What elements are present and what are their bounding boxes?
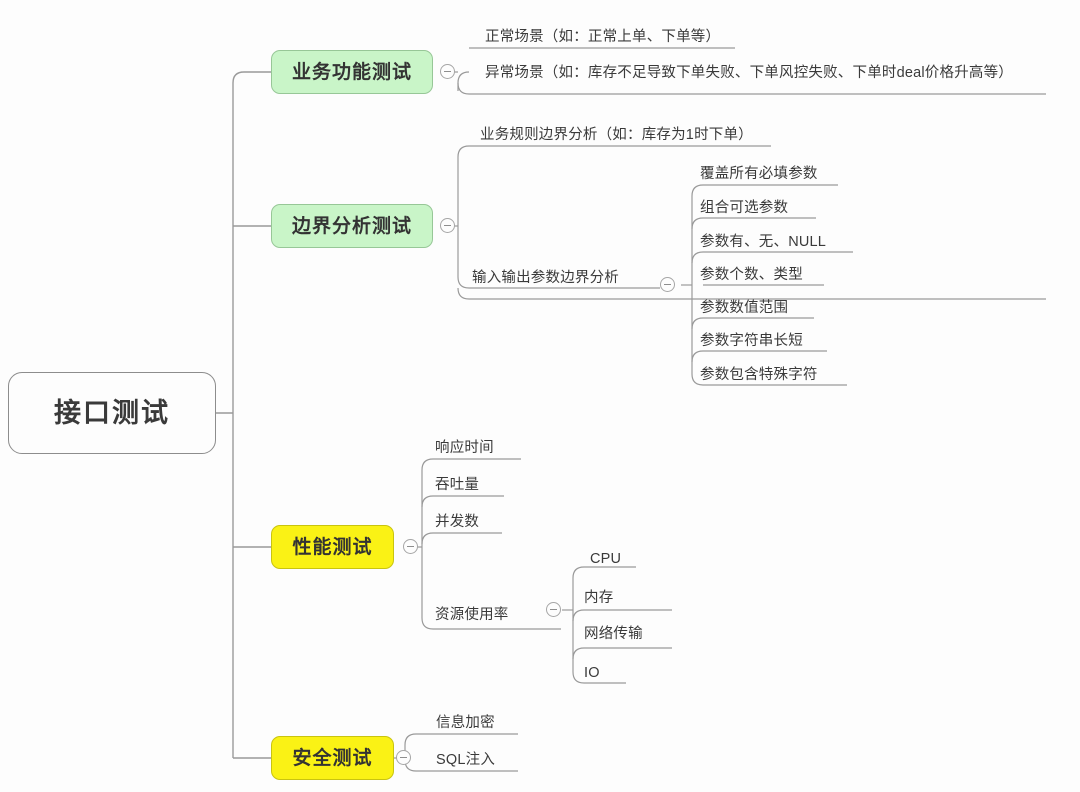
toggle-collapse-security[interactable] (396, 750, 411, 765)
leaf-label: 吞吐量 (435, 476, 480, 493)
branch-node-security[interactable]: 安全测试 (271, 736, 394, 780)
root-node-label: 接口测试 (54, 397, 170, 428)
leaf-label: 参数有、无、NULL (700, 233, 827, 250)
branch-node-label: 性能测试 (292, 536, 373, 558)
leaf-label: IO (584, 664, 600, 681)
leaf-label: 输入输出参数边界分析 (472, 269, 619, 286)
toggle-collapse-performance[interactable] (403, 539, 418, 554)
branch-node-label: 边界分析测试 (291, 215, 412, 237)
leaf-label: 内存 (584, 589, 614, 606)
leaf-label: 组合可选参数 (700, 199, 789, 216)
leaf-business-rule-boundary[interactable]: 业务规则边界分析（如：库存为1时下单） (480, 125, 753, 145)
branch-node-performance[interactable]: 性能测试 (271, 525, 394, 569)
leaf-label: 参数数值范围 (700, 299, 789, 316)
leaf-label: 业务规则边界分析（如：库存为1时下单） (480, 126, 753, 143)
leaf-combine-optional-params[interactable]: 组合可选参数 (700, 198, 788, 218)
leaf-label: 覆盖所有必填参数 (700, 165, 818, 182)
root-node[interactable]: 接口测试 (8, 372, 216, 454)
leaf-param-null-states[interactable]: 参数有、无、NULL (700, 232, 826, 252)
leaf-label: SQL注入 (436, 751, 496, 768)
leaf-param-string-length[interactable]: 参数字符串长短 (700, 331, 803, 351)
leaf-throughput[interactable]: 吞吐量 (435, 475, 479, 495)
branch-node-label: 业务功能测试 (291, 61, 412, 83)
leaf-memory[interactable]: 内存 (584, 588, 613, 608)
branch-node-label: 安全测试 (292, 747, 373, 769)
leaf-param-value-range[interactable]: 参数数值范围 (700, 298, 788, 318)
toggle-collapse-boundary-analysis[interactable] (440, 218, 455, 233)
leaf-cover-required-params[interactable]: 覆盖所有必填参数 (700, 164, 818, 184)
leaf-label: 正常场景（如：正常上单、下单等） (485, 28, 721, 45)
leaf-label: CPU (590, 550, 622, 567)
leaf-param-count-type[interactable]: 参数个数、类型 (700, 265, 803, 285)
leaf-concurrency[interactable]: 并发数 (435, 512, 479, 532)
leaf-cpu[interactable]: CPU (590, 549, 621, 569)
leaf-sql-injection[interactable]: SQL注入 (436, 750, 495, 770)
leaf-info-encryption[interactable]: 信息加密 (436, 713, 495, 733)
leaf-label: 参数包含特殊字符 (700, 366, 818, 383)
leaf-abnormal-scenario[interactable]: 异常场景（如：库存不足导致下单失败、下单风控失败、下单时deal价格升高等） (485, 63, 1013, 83)
toggle-collapse-resource-usage[interactable] (546, 602, 561, 617)
leaf-param-special-chars[interactable]: 参数包含特殊字符 (700, 365, 818, 385)
leaf-label: 参数字符串长短 (700, 332, 803, 349)
leaf-io-param-boundary[interactable]: 输入输出参数边界分析 (472, 268, 619, 288)
toggle-collapse-io-param-boundary[interactable] (660, 277, 675, 292)
leaf-resource-usage[interactable]: 资源使用率 (435, 605, 509, 625)
leaf-network-transfer[interactable]: 网络传输 (584, 624, 643, 644)
leaf-io[interactable]: IO (584, 663, 600, 683)
leaf-normal-scenario[interactable]: 正常场景（如：正常上单、下单等） (485, 27, 720, 47)
leaf-label: 异常场景（如：库存不足导致下单失败、下单风控失败、下单时deal价格升高等） (485, 64, 1014, 81)
leaf-label: 资源使用率 (435, 606, 509, 623)
branch-node-business-function[interactable]: 业务功能测试 (271, 50, 433, 94)
leaf-label: 响应时间 (435, 439, 494, 456)
leaf-response-time[interactable]: 响应时间 (435, 438, 494, 458)
toggle-collapse-business-function[interactable] (440, 64, 455, 79)
leaf-label: 并发数 (435, 513, 480, 530)
branch-node-boundary-analysis[interactable]: 边界分析测试 (271, 204, 433, 248)
leaf-label: 网络传输 (584, 625, 643, 642)
leaf-label: 信息加密 (436, 714, 495, 731)
leaf-label: 参数个数、类型 (700, 266, 803, 283)
